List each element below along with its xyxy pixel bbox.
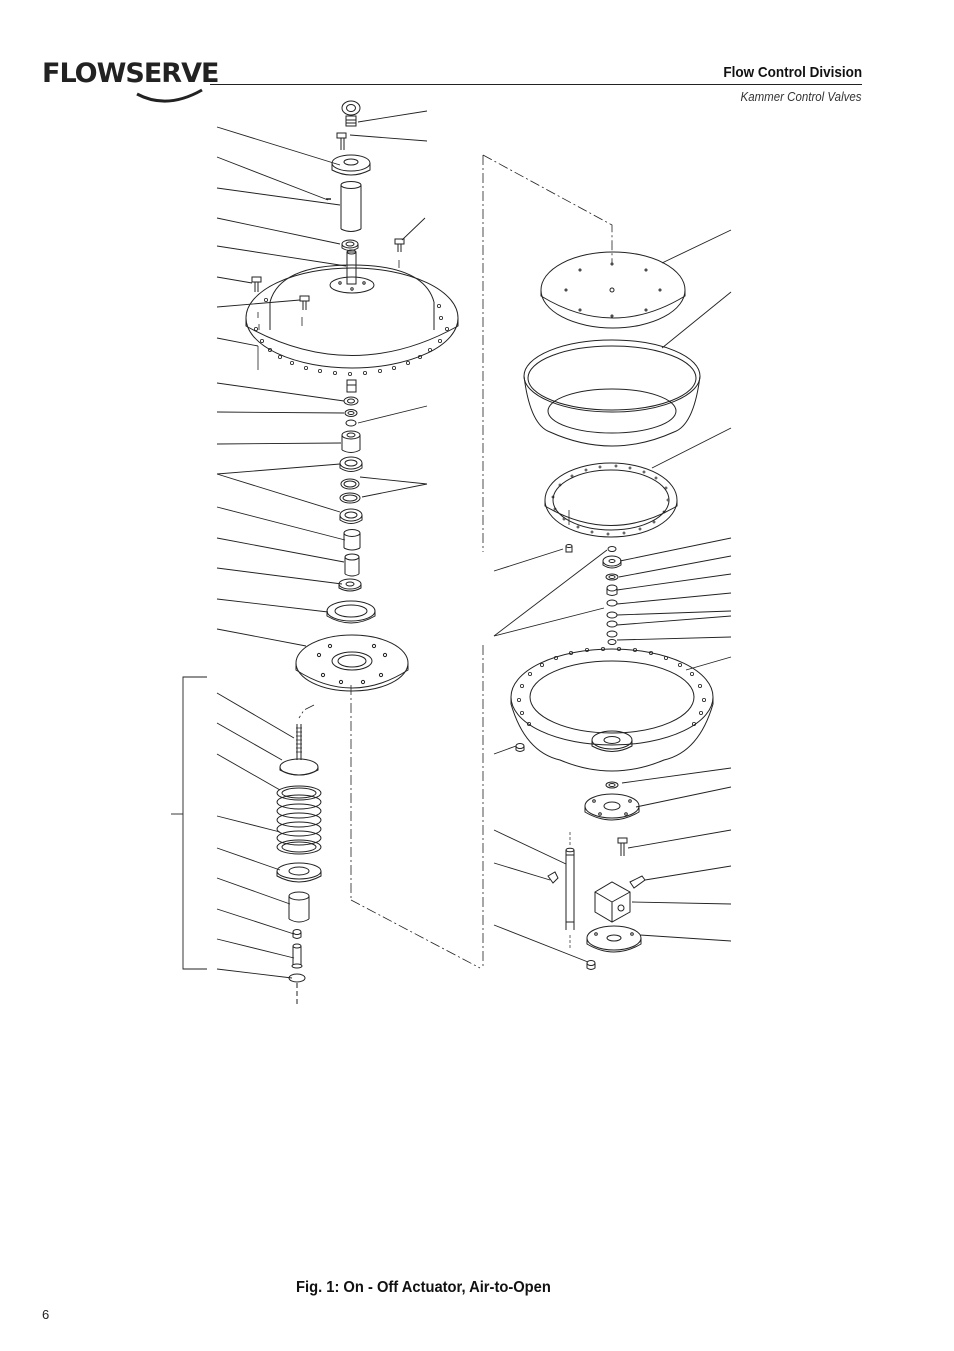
indicator-clip [629, 875, 646, 889]
spring-guide-tube [288, 891, 310, 923]
upper-diaphragm-case [245, 249, 459, 376]
hex-bolt-top [336, 132, 347, 150]
case-nut-left [515, 743, 525, 752]
compression-spring [276, 785, 322, 855]
indicator-rod [565, 832, 575, 950]
header-rule [210, 84, 862, 85]
lower-bushing [344, 553, 360, 577]
diaphragm-plate [540, 251, 686, 329]
bottom-nut-right [586, 960, 596, 970]
figure-caption: Fig. 1: On - Off Actuator, Air-to-Open [296, 1279, 551, 1296]
spring-group-bracket [182, 676, 207, 970]
center-axis-lines [298, 154, 613, 969]
division-title: Flow Control Division [723, 64, 862, 81]
yoke-washers [605, 781, 619, 789]
clamp-ring [544, 462, 678, 538]
small-nut [292, 929, 302, 939]
right-small-parts [602, 546, 622, 645]
right-leader-lines [493, 229, 732, 963]
elbow-fitting [547, 871, 559, 884]
flowserve-logo: FLOWSERVE [42, 58, 219, 106]
spring-cap-plate [279, 758, 319, 776]
screw-upper-right [394, 238, 405, 252]
left-leader-lines [216, 126, 347, 979]
stem-lower-end [346, 379, 357, 393]
mounting-plate [586, 925, 642, 953]
guide-cylinder [340, 181, 362, 232]
upper-bushing [341, 430, 361, 453]
top-flange-plate [331, 154, 371, 176]
lower-diaphragm-case [510, 647, 714, 772]
bottom-disc [288, 973, 306, 1005]
rubber-diaphragm [523, 339, 701, 447]
logo-wordmark: FLOWSERVE [42, 58, 219, 89]
bottom-flange [295, 634, 409, 692]
case-bolt-left [251, 276, 262, 370]
eye-bolt [341, 100, 361, 127]
yoke-flange [584, 793, 640, 821]
washer-stack [343, 396, 359, 427]
seal-ring-small [338, 578, 362, 592]
bottom-pin [291, 943, 303, 969]
page-number: 6 [42, 1307, 50, 1322]
spacer-sleeve [343, 529, 361, 551]
lock-nut [341, 239, 359, 251]
bearing-upper [339, 456, 363, 472]
seal-ring-large [326, 600, 376, 624]
position-indicator-block [594, 881, 631, 923]
case-bolt-center [299, 295, 310, 310]
o-rings [339, 478, 361, 504]
center-leader-lines [349, 110, 428, 498]
logo-swoosh-icon [136, 88, 203, 103]
division-subtitle: Kammer Control Valves [740, 90, 862, 104]
bearing-lower [339, 508, 363, 524]
ring-screw [565, 544, 573, 553]
threaded-rod [296, 724, 302, 760]
yoke-bolt [617, 837, 628, 856]
spring-seat [276, 862, 322, 883]
